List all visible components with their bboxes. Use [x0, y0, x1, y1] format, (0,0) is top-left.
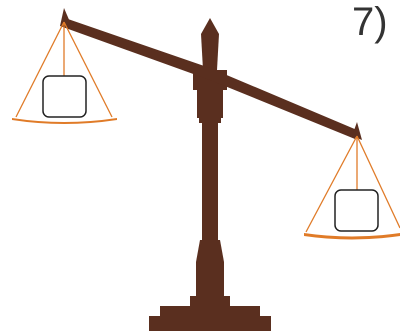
left-string-right — [63, 21, 113, 118]
post-shaft — [202, 120, 218, 242]
problem-number: 7) — [352, 0, 388, 44]
post-collar — [197, 88, 223, 118]
base-middle — [160, 306, 260, 317]
left-pan-assembly — [12, 21, 117, 124]
left-pan — [12, 118, 117, 124]
scale-base — [149, 296, 271, 331]
base-bottom — [149, 316, 271, 331]
scale-beam — [60, 8, 362, 140]
post-finial — [201, 18, 219, 70]
right-weight-box — [334, 189, 379, 232]
left-weight-box — [42, 75, 87, 118]
left-string-left — [15, 21, 65, 118]
right-string-left — [305, 135, 358, 233]
right-pan-assembly — [304, 135, 400, 240]
post-ring — [199, 116, 221, 123]
base-top — [190, 296, 230, 307]
post-lower-bulb — [196, 240, 224, 296]
beam-bar — [60, 18, 357, 139]
right-string-right — [356, 135, 400, 229]
beam-right-tip — [352, 122, 362, 140]
scale-post — [193, 18, 227, 296]
beam-left-tip — [60, 8, 70, 26]
right-pan — [304, 233, 400, 240]
